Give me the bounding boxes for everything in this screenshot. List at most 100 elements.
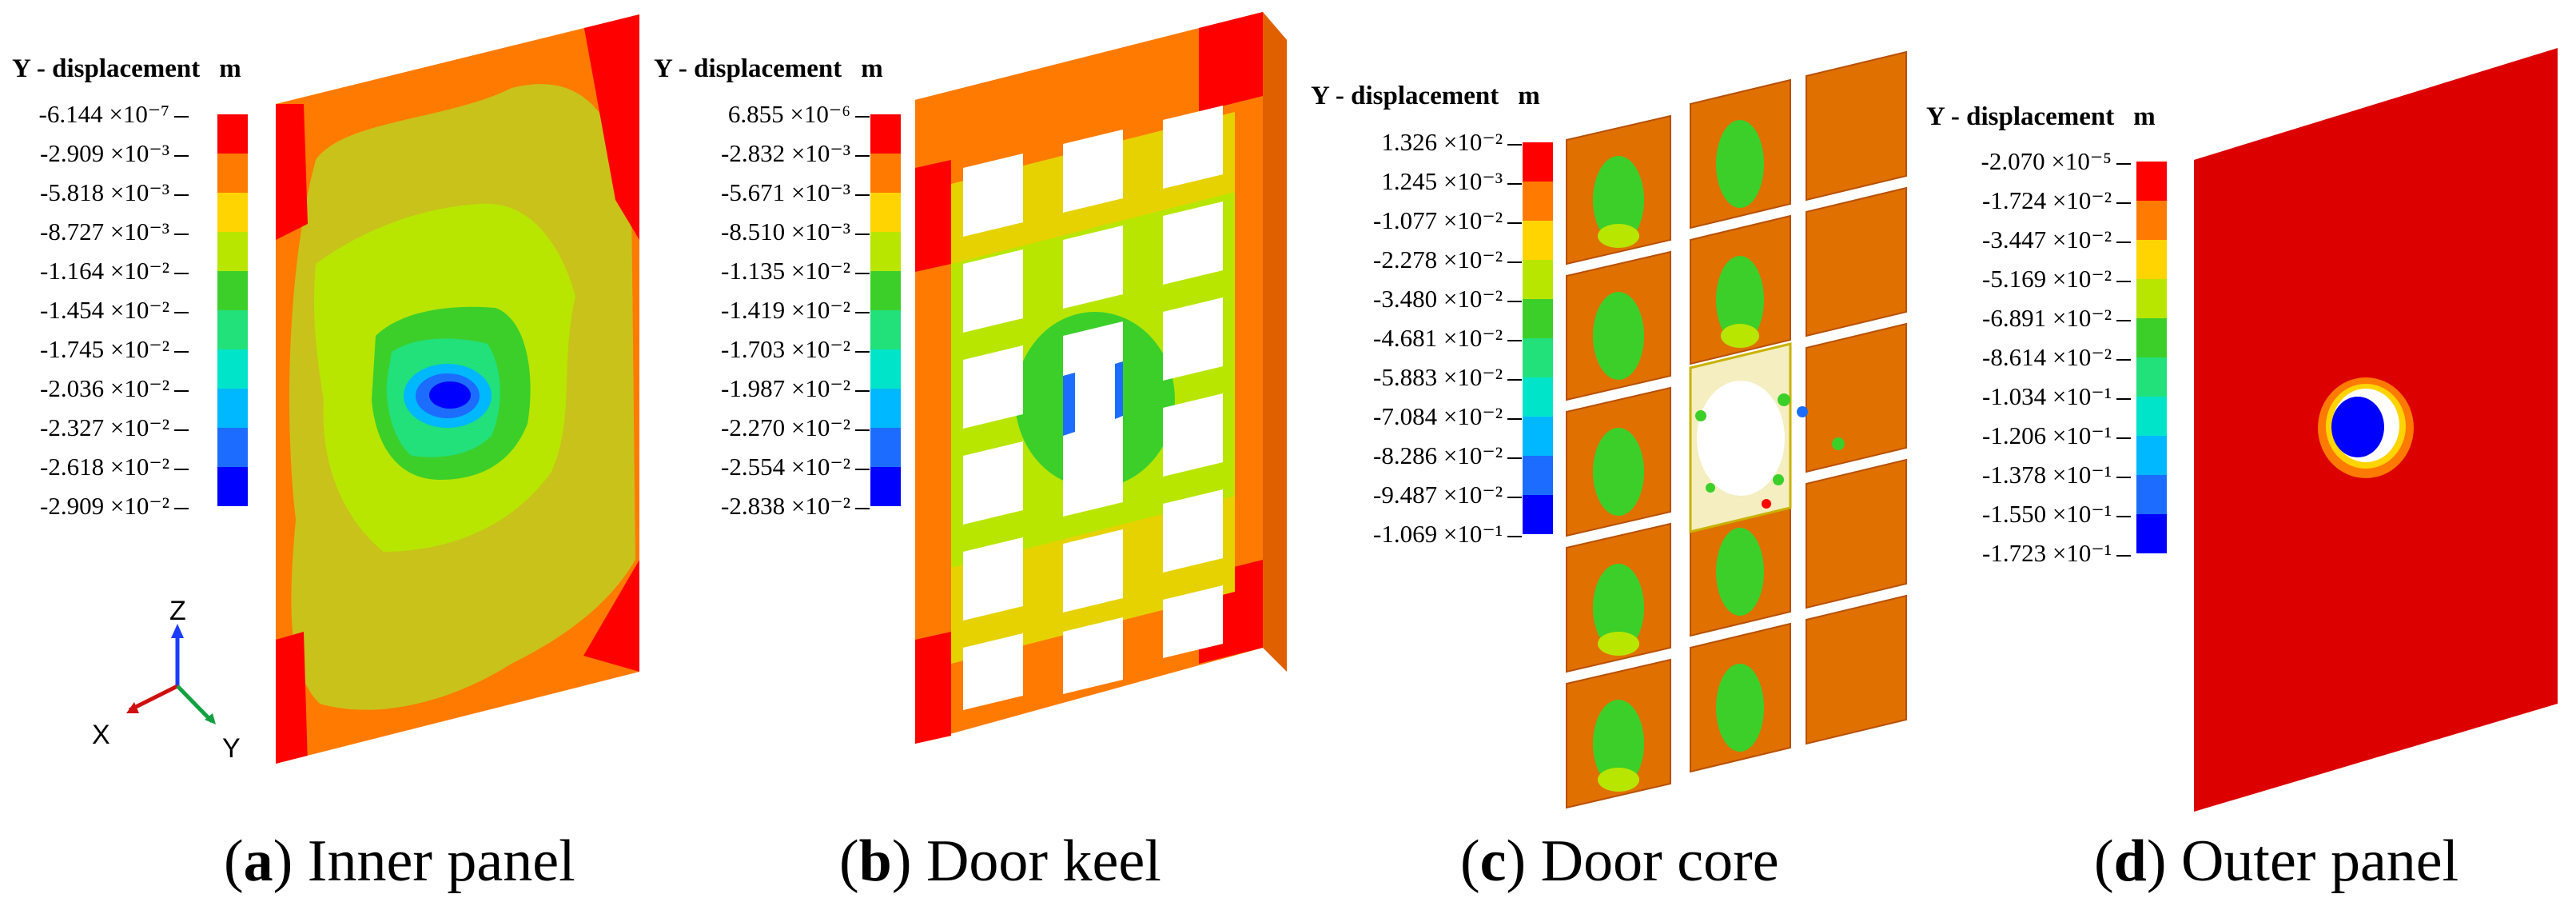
axis-x-label: X bbox=[92, 720, 110, 750]
legend-tick-label: -1.454 ×10⁻² bbox=[40, 296, 189, 325]
legend-swatch bbox=[1523, 221, 1553, 260]
legend-colorbar bbox=[1523, 142, 1553, 534]
legend-swatch bbox=[217, 232, 248, 271]
legend-tick-label: -2.036 ×10⁻² bbox=[40, 374, 189, 403]
legend-unit: m bbox=[861, 54, 883, 83]
outer-panel-plot bbox=[2194, 48, 2558, 812]
legend-unit: m bbox=[2133, 102, 2156, 131]
legend-tick-label: -1.135 ×10⁻² bbox=[721, 257, 870, 285]
legend-swatch bbox=[217, 349, 248, 389]
caption-text: ) Door core bbox=[1506, 828, 1779, 894]
legend-colorbar bbox=[870, 114, 901, 506]
legend-swatch bbox=[2136, 240, 2167, 279]
legend-swatch bbox=[2136, 162, 2167, 201]
legend-swatch bbox=[217, 114, 248, 154]
axis-y-label: Y bbox=[222, 733, 241, 764]
caption-letter: d bbox=[2113, 828, 2147, 894]
legend-swatch bbox=[1523, 338, 1553, 377]
door-keel-plot bbox=[915, 12, 1287, 744]
axis-triad: Z X Y bbox=[92, 596, 241, 764]
legend-quantity: Y - displacement bbox=[1311, 82, 1499, 110]
legend-swatch bbox=[2136, 279, 2167, 318]
legend-tick-label: -4.681 ×10⁻² bbox=[1373, 324, 1522, 353]
legend-tick-label: -3.480 ×10⁻² bbox=[1373, 285, 1522, 313]
legend-swatch bbox=[217, 310, 248, 349]
legend-swatch bbox=[1523, 260, 1553, 299]
panel-caption: (c) Door core bbox=[1460, 828, 1779, 894]
legend-swatch bbox=[870, 154, 901, 193]
legend-colorbar bbox=[2136, 162, 2167, 553]
legend-swatch bbox=[2136, 357, 2167, 397]
keel-holes bbox=[963, 106, 1223, 710]
legend-tick-label: -2.278 ×10⁻² bbox=[1373, 245, 1522, 274]
axis-z-label: Z bbox=[169, 596, 186, 626]
legend-swatch bbox=[2136, 318, 2167, 357]
legend-tick-label: -2.909 ×10⁻³ bbox=[40, 139, 189, 168]
legend-tick-label: -1.069 ×10⁻¹ bbox=[1373, 520, 1522, 549]
legend-tick-label: -2.270 ×10⁻² bbox=[721, 413, 870, 442]
caption-letter: c bbox=[1479, 828, 1507, 894]
legend-tick-label: -8.286 ×10⁻² bbox=[1373, 441, 1522, 470]
legend-tick-label: -1.745 ×10⁻² bbox=[40, 335, 189, 364]
legend-tick-label: -7.084 ×10⁻² bbox=[1373, 402, 1522, 431]
legend-tick-label: -8.727 ×10⁻³ bbox=[40, 218, 189, 246]
legend-tick-label: -2.070 ×10⁻⁵ bbox=[1981, 147, 2131, 176]
legend-quantity: Y - displacement bbox=[12, 54, 201, 83]
legend-swatch bbox=[870, 389, 901, 428]
legend-tick-label: -2.327 ×10⁻² bbox=[40, 413, 189, 442]
legend-title: Y - displacement m bbox=[1311, 82, 1540, 111]
legend-swatch bbox=[870, 193, 901, 232]
legend-tick-label: -2.909 ×10⁻² bbox=[40, 492, 189, 521]
legend-tick-label: -6.144 ×10⁻⁷ bbox=[39, 100, 189, 129]
legend-swatch bbox=[217, 428, 248, 467]
caption-text: ) Inner panel bbox=[273, 828, 575, 894]
legend-tick-label: -1.723 ×10⁻¹ bbox=[1982, 539, 2131, 568]
legend-tick-label: -2.838 ×10⁻² bbox=[721, 492, 870, 521]
legend-unit: m bbox=[1518, 82, 1540, 110]
legend-swatch bbox=[1523, 495, 1553, 534]
legend-swatch bbox=[870, 310, 901, 349]
legend-swatch bbox=[1523, 182, 1553, 221]
legend-tick-label: -6.891 ×10⁻² bbox=[1982, 304, 2131, 333]
caption-text: ) Door keel bbox=[891, 828, 1161, 894]
legend-tick-label: -2.618 ×10⁻² bbox=[40, 453, 189, 481]
legend-swatch bbox=[2136, 475, 2167, 514]
legend-tick-label: -1.034 ×10⁻¹ bbox=[1982, 382, 2131, 411]
legend-tick-label: -1.550 ×10⁻¹ bbox=[1982, 500, 2131, 529]
legend-tick-label: -1.724 ×10⁻² bbox=[1982, 186, 2131, 215]
legend-tick-label: -1.378 ×10⁻¹ bbox=[1982, 461, 2131, 489]
legend-tick-label: -3.447 ×10⁻² bbox=[1982, 226, 2131, 254]
legend-tick-label: -5.169 ×10⁻² bbox=[1982, 265, 2131, 293]
legend-swatch bbox=[217, 467, 248, 506]
legend-tick-label: -8.614 ×10⁻² bbox=[1982, 343, 2131, 372]
legend-title: Y - displacement m bbox=[654, 54, 883, 84]
caption-text: ) Outer panel bbox=[2146, 828, 2459, 894]
panel-caption: (d) Outer panel bbox=[2094, 828, 2459, 894]
legend-swatch bbox=[217, 154, 248, 193]
legend-swatch bbox=[870, 114, 901, 154]
legend-swatch bbox=[1523, 377, 1553, 417]
legend-quantity: Y - displacement bbox=[654, 54, 842, 83]
legend-swatch bbox=[217, 271, 248, 310]
legend-swatch bbox=[1523, 417, 1553, 456]
legend-tick-label: -5.818 ×10⁻³ bbox=[40, 178, 189, 207]
legend-swatch bbox=[2136, 201, 2167, 240]
panel-caption: (b) Door keel bbox=[839, 828, 1161, 894]
legend-swatch bbox=[2136, 397, 2167, 436]
legend-swatch bbox=[2136, 436, 2167, 475]
legend-tick-label: -2.554 ×10⁻² bbox=[721, 453, 870, 481]
legend-swatch bbox=[2136, 514, 2167, 553]
door-core-plot bbox=[1566, 50, 1907, 809]
legend-swatch bbox=[870, 271, 901, 310]
legend-swatch bbox=[870, 349, 901, 389]
legend-tick-label: -8.510 ×10⁻³ bbox=[721, 218, 870, 246]
legend-tick-label: 1.326 ×10⁻² bbox=[1381, 128, 1522, 157]
legend-tick-label: -5.883 ×10⁻² bbox=[1373, 363, 1522, 392]
legend-swatch bbox=[870, 428, 901, 467]
legend-tick-label: -5.671 ×10⁻³ bbox=[721, 178, 870, 207]
legend-tick-label: -1.164 ×10⁻² bbox=[40, 257, 189, 285]
